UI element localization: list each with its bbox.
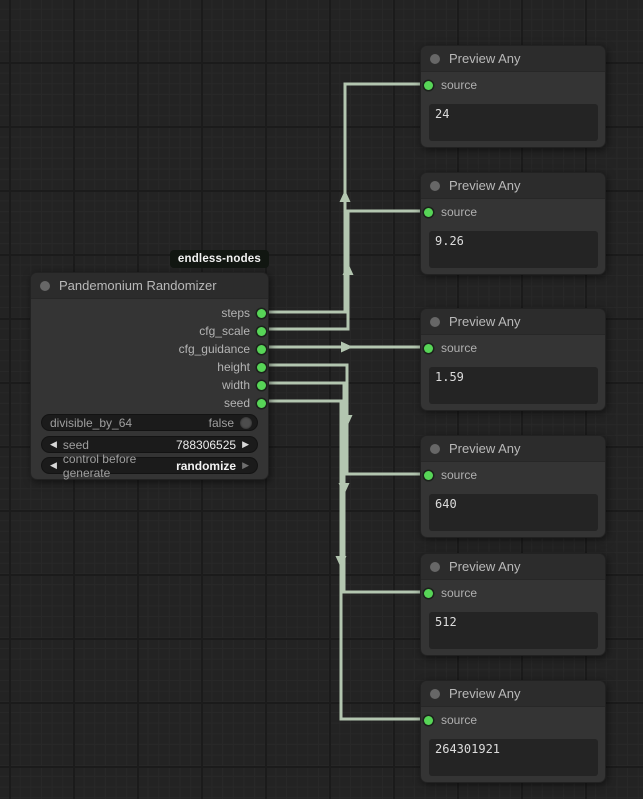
input-port-source[interactable]: [424, 343, 433, 353]
preview-any-node-1[interactable]: Preview Any source 24: [420, 45, 606, 148]
wire-arrow-down-icon: [338, 483, 350, 495]
output-port-width[interactable]: [257, 380, 266, 390]
preview-value-display[interactable]: 1.59: [429, 367, 598, 404]
control-before-generate-widget[interactable]: ◀ control before generate randomize ▶: [41, 452, 258, 480]
output-port-seed[interactable]: [257, 398, 266, 408]
preview-value-display[interactable]: 512: [429, 612, 598, 649]
node-title-bar[interactable]: Preview Any: [421, 173, 605, 199]
node-title-bar[interactable]: Preview Any: [421, 554, 605, 580]
node-title-bar[interactable]: Preview Any: [421, 309, 605, 335]
wire-arrow-right-icon: [341, 341, 353, 353]
preview-any-node-4[interactable]: Preview Any source 640: [420, 435, 606, 538]
control-value[interactable]: randomize: [176, 458, 237, 473]
node-title: Preview Any: [449, 559, 521, 574]
collapse-dot-icon[interactable]: [430, 53, 440, 64]
collapse-dot-icon[interactable]: [40, 280, 50, 291]
output-port-cfg-guidance[interactable]: [257, 344, 266, 354]
input-row-source: source: [421, 203, 605, 221]
preview-any-node-6[interactable]: Preview Any source 264301921: [420, 680, 606, 783]
pandemonium-randomizer-node[interactable]: Pandemonium Randomizer steps cfg_scale c…: [30, 272, 269, 480]
input-row-source: source: [421, 466, 605, 484]
input-port-source[interactable]: [424, 207, 433, 217]
output-row-steps: steps: [31, 304, 268, 322]
output-row-cfg-scale: cfg_scale: [31, 322, 268, 340]
node-title: Preview Any: [449, 51, 521, 66]
wire-arrow-up-icon: [342, 263, 354, 275]
node-title: Pandemonium Randomizer: [59, 278, 217, 293]
toggle-value: false: [208, 415, 234, 430]
input-row-source: source: [421, 76, 605, 94]
collapse-dot-icon[interactable]: [430, 316, 440, 327]
node-title-bar[interactable]: Pandemonium Randomizer: [31, 273, 268, 299]
divisible-by-64-toggle[interactable]: divisible_by_64 false: [41, 414, 258, 431]
output-slots: steps cfg_scale cfg_guidance height widt…: [31, 304, 268, 412]
input-port-source[interactable]: [424, 80, 433, 90]
decrement-icon[interactable]: ◀: [50, 439, 57, 449]
preview-value-display[interactable]: 24: [429, 104, 598, 141]
node-title: Preview Any: [449, 441, 521, 456]
input-port-source[interactable]: [424, 715, 433, 725]
collapse-dot-icon[interactable]: [430, 688, 440, 699]
collapse-dot-icon[interactable]: [430, 443, 440, 454]
collapse-dot-icon[interactable]: [430, 561, 440, 572]
preview-value-display[interactable]: 264301921: [429, 739, 598, 776]
preview-any-node-2[interactable]: Preview Any source 9.26: [420, 172, 606, 275]
increment-icon[interactable]: ▶: [242, 439, 249, 449]
node-category-badge: endless-nodes: [169, 250, 269, 268]
node-title: Preview Any: [449, 178, 521, 193]
wire-arrow-down-icon: [341, 415, 353, 427]
output-row-width: width: [31, 376, 268, 394]
input-row-source: source: [421, 711, 605, 729]
input-port-source[interactable]: [424, 470, 433, 480]
output-row-seed: seed: [31, 394, 268, 412]
output-port-cfg-scale[interactable]: [257, 326, 266, 336]
preview-value-display[interactable]: 9.26: [429, 231, 598, 268]
preview-any-node-3[interactable]: Preview Any source 1.59: [420, 308, 606, 411]
collapse-dot-icon[interactable]: [430, 180, 440, 191]
node-title: Preview Any: [449, 314, 521, 329]
preview-any-node-5[interactable]: Preview Any source 512: [420, 553, 606, 656]
node-title: Preview Any: [449, 686, 521, 701]
input-row-source: source: [421, 584, 605, 602]
node-title-bar[interactable]: Preview Any: [421, 681, 605, 707]
wire-arrow-down-icon: [335, 556, 347, 568]
node-title-bar[interactable]: Preview Any: [421, 436, 605, 462]
node-title-bar[interactable]: Preview Any: [421, 46, 605, 72]
toggle-knob-icon[interactable]: [240, 416, 252, 429]
seed-value[interactable]: 788306525: [176, 437, 237, 452]
output-port-steps[interactable]: [257, 308, 266, 318]
output-row-cfg-guidance: cfg_guidance: [31, 340, 268, 358]
input-row-source: source: [421, 339, 605, 357]
increment-icon[interactable]: ▶: [242, 460, 249, 470]
decrement-icon[interactable]: ◀: [50, 460, 57, 470]
seed-number-widget[interactable]: ◀ seed 788306525 ▶: [41, 436, 258, 453]
wire-arrow-up-icon: [339, 190, 351, 202]
output-port-height[interactable]: [257, 362, 266, 372]
input-port-source[interactable]: [424, 588, 433, 598]
preview-value-display[interactable]: 640: [429, 494, 598, 531]
output-row-height: height: [31, 358, 268, 376]
